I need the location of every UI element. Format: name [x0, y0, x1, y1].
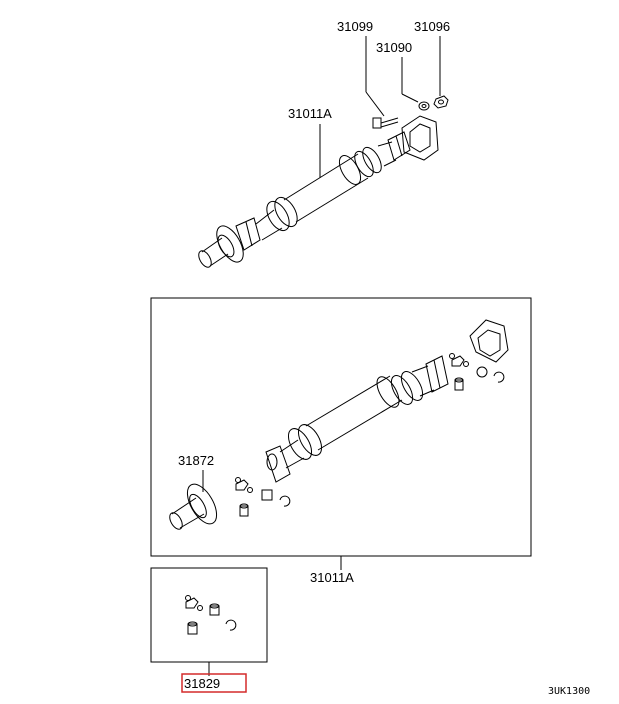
label-joint-kit-31829[interactable]: 31829 [184, 676, 220, 691]
label-flange-yoke-31872[interactable]: 31872 [178, 453, 214, 468]
highlight-box-31829 [181, 673, 247, 693]
driveshaft-assembly [169, 319, 509, 530]
joint-kit-box [150, 567, 268, 663]
leader-lines-top [319, 36, 441, 178]
joint-kit-parts [185, 595, 237, 635]
label-nut-31096[interactable]: 31096 [414, 19, 450, 34]
assembly-box [150, 297, 532, 557]
nut-part [433, 95, 449, 109]
driveshaft-top [198, 115, 439, 268]
label-shaft-31011a-assembly[interactable]: 31011A [310, 570, 354, 585]
label-shaft-31011a-top[interactable]: 31011A [288, 106, 332, 121]
washer-part [418, 101, 430, 111]
figure-code: 3UK1300 [548, 686, 590, 697]
bolt-part [372, 117, 399, 129]
label-bolt-31099[interactable]: 31099 [337, 19, 373, 34]
label-washer-31090[interactable]: 31090 [376, 40, 412, 55]
